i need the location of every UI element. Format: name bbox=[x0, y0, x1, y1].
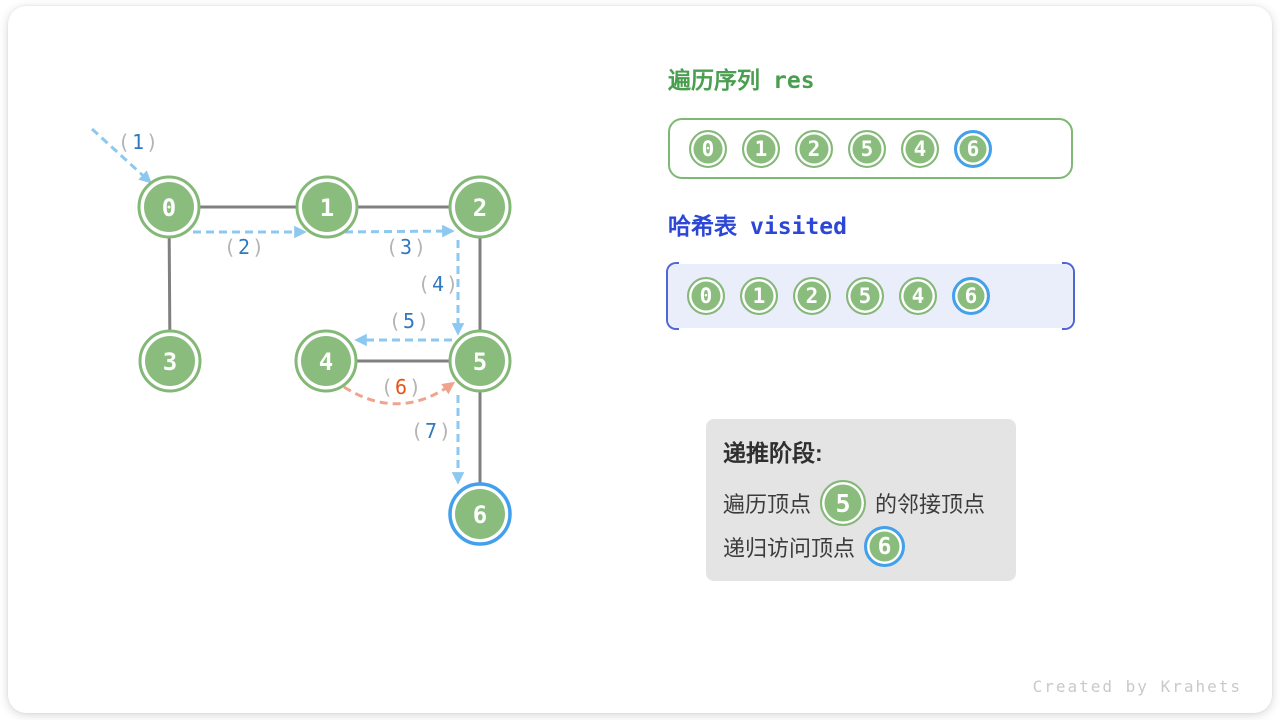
node-chip-4: 4 bbox=[901, 129, 939, 168]
step-label-2: (2) bbox=[224, 235, 266, 259]
step-label-4: (4) bbox=[418, 272, 460, 296]
status-line1-prefix: 遍历顶点 bbox=[723, 492, 812, 517]
node-chip-5: 5 bbox=[848, 129, 886, 168]
svg-text:0: 0 bbox=[162, 194, 176, 222]
res-title-code: res bbox=[773, 68, 815, 94]
node-chip-4: 4 bbox=[899, 277, 937, 315]
res-panel-title: 遍历序列 res bbox=[668, 61, 815, 95]
status-line-2: 递归访问顶点 6 bbox=[723, 526, 999, 567]
node-chip-2: 2 bbox=[793, 277, 831, 315]
graph-node-5: 5 bbox=[448, 329, 512, 393]
graph-node-0: 0 bbox=[137, 175, 201, 239]
bracket-left-icon bbox=[666, 262, 679, 330]
graph-node-2: 2 bbox=[448, 175, 512, 239]
node-chip-6: 6 bbox=[952, 277, 990, 315]
status-line2-node-slot: 6 bbox=[864, 526, 906, 567]
credit-text: Created by Krahets bbox=[1032, 677, 1242, 696]
node-chip-2: 2 bbox=[795, 129, 833, 168]
node-chip-5: 5 bbox=[846, 277, 884, 315]
graph-node-4: 4 bbox=[294, 329, 358, 393]
node-chip-1: 1 bbox=[740, 277, 778, 315]
status-panel: 递推阶段: 遍历顶点 5 的邻接顶点 递归访问顶点 6 bbox=[706, 419, 1016, 581]
traversal-arrow-step-6 bbox=[343, 381, 456, 406]
graph-node-1: 1 bbox=[295, 175, 359, 239]
bracket-right-icon bbox=[1062, 262, 1075, 330]
step-label-1: (1) bbox=[118, 130, 160, 154]
node-chip-0: 0 bbox=[689, 129, 727, 168]
visited-panel-title: 哈希表 visited bbox=[668, 207, 847, 241]
node-chip-5: 5 bbox=[820, 480, 867, 526]
step-label-3: (3) bbox=[386, 235, 428, 259]
status-line2-prefix: 递归访问顶点 bbox=[723, 535, 856, 561]
status-title: 递推阶段: bbox=[723, 440, 823, 466]
node-chip-6: 6 bbox=[864, 526, 906, 567]
node-chip-6: 6 bbox=[954, 129, 992, 168]
traversal-arrow-step-3 bbox=[344, 224, 455, 238]
step-label-7: (7) bbox=[411, 419, 453, 443]
graph-node-6: 6 bbox=[448, 482, 512, 546]
svg-text:1: 1 bbox=[320, 194, 334, 222]
visited-title-code: visited bbox=[750, 214, 847, 240]
status-line1-suffix: 的邻接顶点 bbox=[875, 492, 986, 517]
svg-text:2: 2 bbox=[473, 194, 487, 222]
svg-text:3: 3 bbox=[163, 348, 177, 376]
visited-title-cn: 哈希表 bbox=[668, 213, 737, 239]
svg-text:6: 6 bbox=[473, 501, 487, 529]
node-chip-1: 1 bbox=[742, 129, 780, 168]
svg-text:4: 4 bbox=[319, 348, 333, 376]
graph-svg: (1) (2) (3) (4) (5) (6) (7) 0 1 2 3 4 5 6 bbox=[90, 127, 512, 546]
status-line-1: 遍历顶点 5 的邻接顶点 bbox=[723, 480, 999, 526]
svg-text:5: 5 bbox=[473, 348, 487, 376]
graph-node-3: 3 bbox=[138, 329, 202, 393]
step-label-5: (5) bbox=[389, 309, 431, 333]
step-label-6: (6) bbox=[381, 375, 423, 399]
status-line1-node-slot: 5 bbox=[820, 480, 867, 526]
node-chip-0: 0 bbox=[687, 277, 725, 315]
res-title-cn: 遍历序列 bbox=[668, 67, 760, 93]
